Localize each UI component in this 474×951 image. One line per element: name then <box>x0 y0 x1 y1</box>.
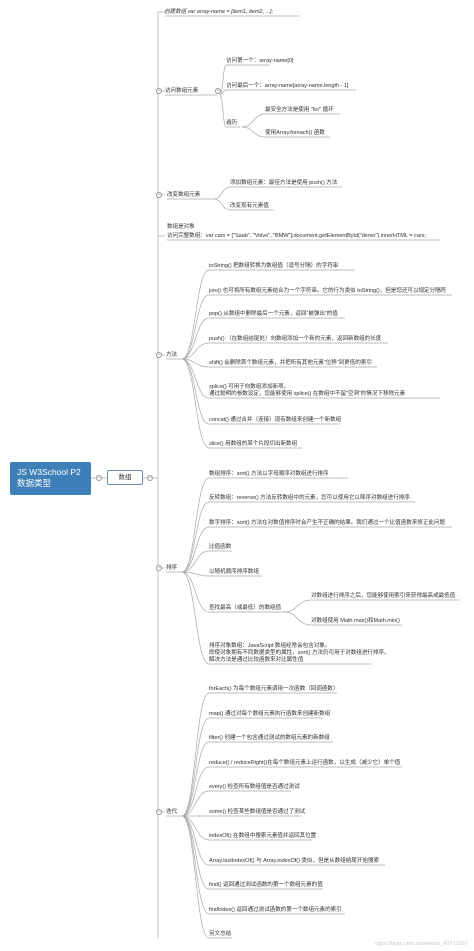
root-node[interactable]: JS W3School P2 数据类型 <box>10 462 91 495</box>
method-pop[interactable]: pop() 从数组中删除最后一个元素，返回“被弹出”的值 <box>209 311 338 317</box>
method-join[interactable]: join() 也可将所有数组元素结合为一个字符串。它的行为类似 toString… <box>209 288 447 294</box>
method-splice[interactable]: splice() 可用于向数组添加新项。 通过聪明的参数设定，您能够使用 spl… <box>209 384 406 397</box>
modify-elements-node[interactable]: 改变数组元素 <box>167 192 201 198</box>
iter-findindex[interactable]: findIndex() 返回通过测试函数的第一个数组元素的索引 <box>209 907 342 913</box>
sort-random[interactable]: 以随机顺序排序数组 <box>209 569 259 575</box>
iter-find[interactable]: find() 返回通过测试函数的第一个数组元素的值 <box>209 882 323 888</box>
sort-basic[interactable]: 数组排序：sort() 方法以字母顺序对数组进行排序 <box>209 471 329 477</box>
watermark: https://blog.csdn.net/weixin_43712957 <box>374 941 468 947</box>
iter-foreach[interactable]: forEach() 为每个数组元素调用一次函数（回调函数） <box>209 686 339 692</box>
methods-collapse-toggle[interactable]: − <box>156 352 162 358</box>
method-tostring[interactable]: toString() 把数组转换为数组值（逗号分隔）的字符串 <box>209 263 339 269</box>
array-is-object-node[interactable]: 数组是对象 <box>167 224 195 230</box>
iter-indexof[interactable]: indexOf() 在数组中搜索元素值并返回其位置 <box>209 833 317 839</box>
access-sub-collapse-toggle[interactable]: − <box>215 88 221 94</box>
sort-reverse[interactable]: 反转数组：reverse() 方法反转数组中的元素，您可以使用它以降序对数组进行… <box>209 495 410 501</box>
minmax-by-index[interactable]: 对数组进行排序之后，您能够使用索引来获得最高或最低值 <box>311 593 456 599</box>
iterate-node[interactable]: 迭代 <box>166 809 178 815</box>
method-concat[interactable]: concat() 通过合并（连接）现有数组来创建一个新数组 <box>209 417 342 423</box>
sort-minmax-node[interactable]: 查找最高（或最低）的数组值 <box>209 605 282 611</box>
method-slice[interactable]: slice() 用数组的某个片段切出新数组 <box>209 441 298 447</box>
method-shift[interactable]: shift() 会删除首个数组元素，并把所有其他元素“位移”到更低的索引 <box>209 360 372 366</box>
sort-compare-fn[interactable]: 比值函数 <box>209 544 232 550</box>
iter-summary[interactable]: 另文总结 <box>209 931 232 937</box>
traverse-for-node[interactable]: 最安全方法是使用 "for" 循环 <box>265 107 334 113</box>
iter-some[interactable]: some() 检查某些数组值是否通过了测试 <box>209 809 306 815</box>
traverse-node[interactable]: 遍历 <box>226 120 238 126</box>
root-collapse-toggle[interactable]: − <box>96 475 102 481</box>
sort-numeric[interactable]: 数字排序：sort() 方法在对数值排序时会产生不正确的结果。我们通过一个比值函… <box>209 520 446 526</box>
method-push[interactable]: push() （在数组结尾处）向数组添加一个新的元素，返回新数组的长度 <box>209 336 382 342</box>
branch-node-array[interactable]: 数组 <box>107 470 143 485</box>
access-last-node[interactable]: 访问最后一个：array-name[array-name.length - 1] <box>226 83 349 89</box>
root-title: JS W3School P2 <box>17 467 81 477</box>
access-collapse-toggle[interactable]: − <box>156 88 162 94</box>
methods-node[interactable]: 方法 <box>166 352 178 358</box>
iter-reduce[interactable]: reduce() / reduceRight()在每个数组元素上运行函数，以生成… <box>209 760 401 766</box>
access-full-array-node[interactable]: 访问完整数组：var cars = ["Saab", "Volvo", "BMW… <box>167 233 426 239</box>
modify-collapse-toggle[interactable]: − <box>156 192 162 198</box>
sort-collapse-toggle[interactable]: − <box>156 565 162 571</box>
create-array-note[interactable]: 创建数组 var array-name = [item1, item2, ...… <box>164 9 274 15</box>
traverse-foreach-node[interactable]: 使用Array.foreach() 函数 <box>265 130 325 136</box>
iter-filter[interactable]: filter() 创建一个包含通过测试的数组元素的新数组 <box>209 735 330 741</box>
iter-map[interactable]: map() 通过对每个数组元素执行函数来创建新数组 <box>209 711 331 717</box>
iter-every[interactable]: every() 检查所有数组值是否通过测试 <box>209 784 300 790</box>
iter-lastindexof[interactable]: Array.lastIndexOf() 与 Array.indexOf() 类似… <box>209 858 379 864</box>
sort-objects-note[interactable]: 排序对象数组：JavaScript 数组经常会包含对象。 即使对象拥有不同数据类… <box>209 643 390 663</box>
access-elements-node[interactable]: 访问数组元素 <box>165 88 199 94</box>
modify-change-node[interactable]: 改变现有元素值 <box>230 203 269 209</box>
modify-add-node[interactable]: 添加数组元素：最佳方法是使用 push() 方法 <box>230 180 338 186</box>
root-subtitle: 数据类型 <box>17 478 52 488</box>
sort-node[interactable]: 排序 <box>166 565 178 571</box>
minmax-by-math[interactable]: 对数组使用 Math.max()和Math.min() <box>311 618 400 624</box>
branch-collapse-toggle[interactable]: − <box>147 475 153 481</box>
iterate-collapse-toggle[interactable]: − <box>156 809 162 815</box>
access-first-node[interactable]: 访问第一个：array-name[0] <box>226 58 294 64</box>
